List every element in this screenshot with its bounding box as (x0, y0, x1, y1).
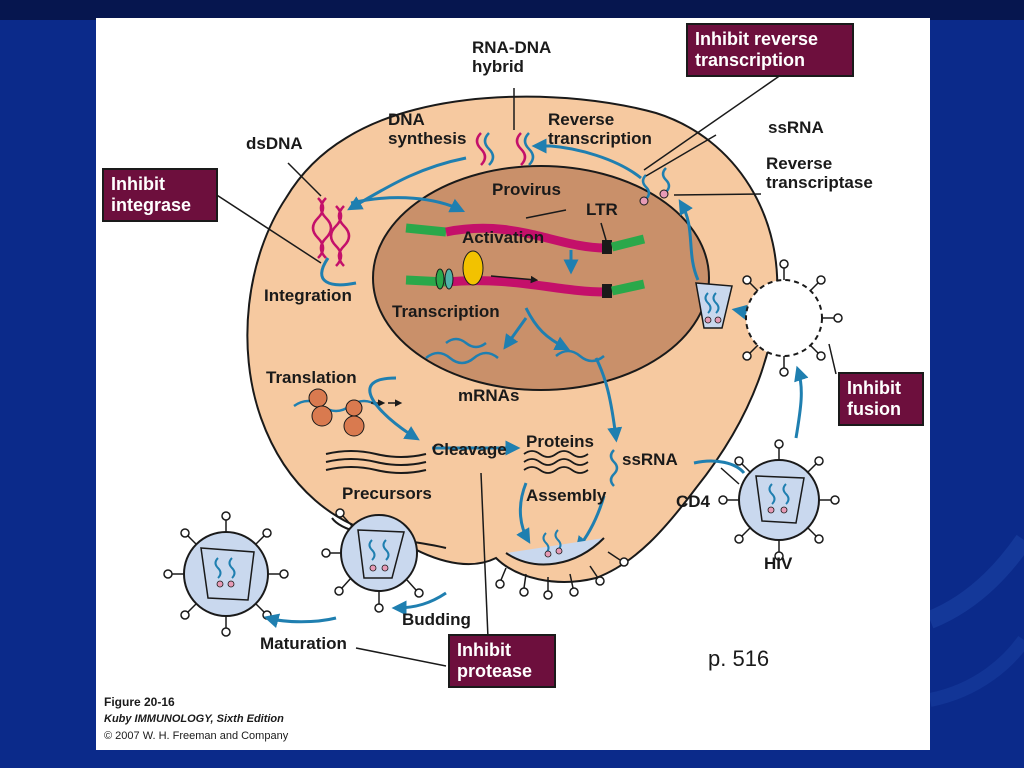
label-precursors: Precursors (342, 484, 432, 503)
label-reverse-transcription-line1: Reverse (548, 110, 615, 129)
label-dna-synthesis-line1: DNA (388, 110, 425, 129)
label-transcription: Transcription (392, 302, 500, 321)
leader-lines (205, 69, 837, 667)
label-ssrna-top: ssRNA (768, 118, 824, 137)
figure-caption: Figure 20-16 Kuby IMMUNOLOGY, Sixth Edit… (104, 694, 288, 745)
caption-figure-number: Figure 20-16 (104, 695, 175, 709)
label-rna-dna-hybrid-line2: hybrid (472, 57, 524, 76)
label-hiv: HIV (764, 554, 793, 573)
label-reverse-transcription: Reverse transcription (548, 110, 652, 148)
label-provirus: Provirus (492, 180, 561, 199)
label-reverse-transcription-line2: transcription (548, 129, 652, 148)
figure-panel: RNA-DNA hybrid DNA synthesis Reverse tra… (96, 18, 930, 750)
provirus-dna (405, 223, 646, 254)
box-inhibit-integrase-line1: Inhibit (111, 174, 165, 194)
protein-lines (523, 450, 589, 474)
box-inhibit-fusion-line1: Inhibit (847, 378, 901, 398)
box-inhibit-protease-line1: Inhibit (457, 640, 511, 660)
membrane-spikes (495, 551, 629, 600)
box-inhibit-fusion-line2: fusion (847, 399, 901, 419)
label-mrnas: mRNAs (458, 386, 520, 405)
box-inhibit-reverse-transcription-line1: Inhibit reverse (695, 29, 819, 49)
label-dna-synthesis: DNA synthesis (388, 110, 466, 148)
box-inhibit-integrase: Inhibit integrase (102, 168, 218, 222)
transcribing-dna (405, 250, 645, 298)
caption-copyright: © 2007 W. H. Freeman and Company (104, 730, 289, 742)
label-rna-dna-hybrid-line1: RNA-DNA (472, 38, 552, 57)
label-assembly: Assembly (526, 486, 607, 505)
dsdna-helix (311, 197, 351, 267)
label-integration: Integration (264, 286, 352, 305)
box-inhibit-reverse-transcription: Inhibit reverse transcription (686, 23, 854, 77)
label-ltr: LTR (586, 200, 618, 219)
precursor-lines (325, 450, 427, 474)
hiv-life-cycle-diagram (163, 69, 843, 667)
label-rna-dna-hybrid: RNA-DNA hybrid (472, 38, 551, 76)
label-reverse-transcriptase-line1: Reverse (766, 154, 833, 173)
caption-book-title: Kuby IMMUNOLOGY, Sixth Edition (104, 713, 284, 725)
ribosomes (293, 388, 403, 437)
label-reverse-transcriptase: Reverse transcriptase (766, 154, 873, 192)
page-reference: p. 516 (708, 646, 770, 671)
label-activation: Activation (462, 228, 545, 247)
label-proteins: Proteins (526, 432, 595, 451)
label-dna-synthesis-line2: synthesis (388, 129, 467, 148)
label-translation: Translation (266, 368, 357, 387)
box-inhibit-integrase-line2: integrase (111, 195, 192, 215)
label-budding: Budding (402, 610, 471, 629)
label-reverse-transcriptase-line2: transcriptase (766, 173, 873, 192)
rna-dna-hybrid-strands (475, 132, 535, 166)
mature-virion (183, 531, 269, 617)
label-maturation: Maturation (260, 634, 347, 653)
label-cd4: CD4 (676, 492, 711, 511)
nucleus (372, 165, 710, 391)
box-inhibit-protease: Inhibit protease (448, 634, 556, 688)
label-cleavage: Cleavage (432, 440, 507, 459)
box-inhibit-reverse-transcription-line2: transcription (695, 50, 806, 70)
ssrna-reverse-transcriptase (639, 167, 671, 206)
assembly-site (505, 529, 605, 566)
label-ssrna-lower: ssRNA (622, 450, 678, 469)
budding-virion (340, 514, 418, 592)
box-inhibit-fusion: Inhibit fusion (838, 372, 924, 426)
viral-core-entry (695, 282, 733, 329)
box-inhibit-protease-line2: protease (457, 661, 533, 681)
label-dsdna: dsDNA (246, 134, 303, 153)
